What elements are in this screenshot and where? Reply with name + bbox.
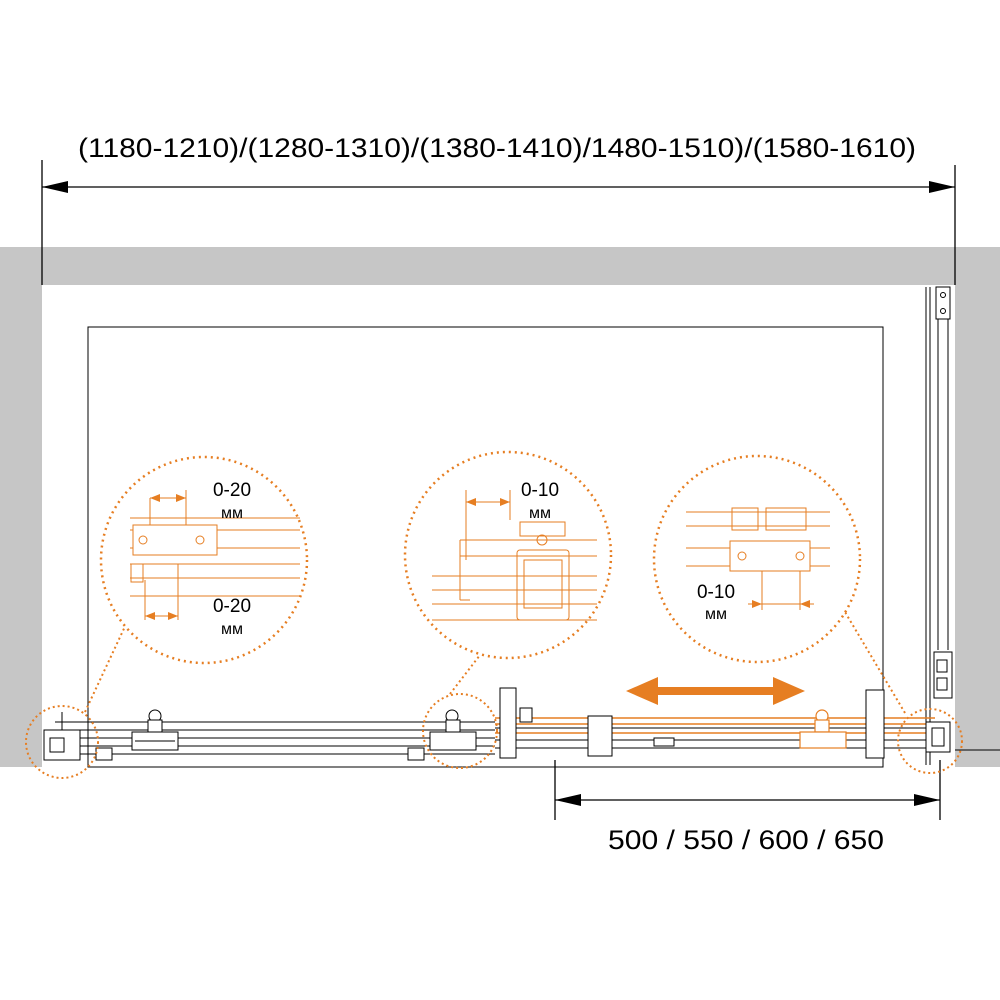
wall-profile-right bbox=[925, 286, 1000, 765]
detail-left: 0-20 мм 0-20 мм bbox=[99, 455, 309, 665]
detail-center-unit: мм bbox=[529, 505, 551, 522]
detail-right: 0-10 мм bbox=[652, 454, 862, 664]
detail-left-top-unit: мм bbox=[221, 505, 243, 522]
detail-left-top-range: 0-20 bbox=[213, 480, 251, 501]
detail-right-unit: мм bbox=[705, 606, 727, 623]
overall-width-dimension bbox=[41, 160, 956, 285]
door-opening-dimension bbox=[554, 760, 941, 820]
sliding-door-highlight bbox=[495, 717, 935, 734]
roller-right bbox=[799, 709, 847, 749]
overall-width-label: (1180-1210)/(1280-1310)/(1380-1410)/1480… bbox=[78, 133, 916, 163]
detail-center: 0-10 мм bbox=[403, 450, 613, 660]
right-wall-fixture bbox=[925, 721, 951, 753]
detail-left-bottom-range: 0-20 bbox=[213, 596, 251, 617]
detail-right-range: 0-10 bbox=[697, 582, 735, 603]
top-wall bbox=[0, 247, 1000, 285]
detail-left-bottom-unit: мм bbox=[221, 621, 243, 638]
roller-left bbox=[131, 709, 179, 751]
roller-center bbox=[407, 709, 477, 761]
left-wall-fixture bbox=[43, 712, 113, 761]
callout-markers bbox=[25, 611, 963, 779]
shower-tray-outline bbox=[87, 326, 884, 768]
detail-center-range: 0-10 bbox=[521, 480, 559, 501]
door-opening-label: 500 / 550 / 600 / 650 bbox=[608, 825, 884, 855]
door-handle bbox=[499, 687, 885, 759]
sliding-direction-arrow bbox=[626, 677, 805, 705]
left-wall bbox=[0, 247, 42, 767]
right-wall bbox=[955, 247, 1000, 767]
